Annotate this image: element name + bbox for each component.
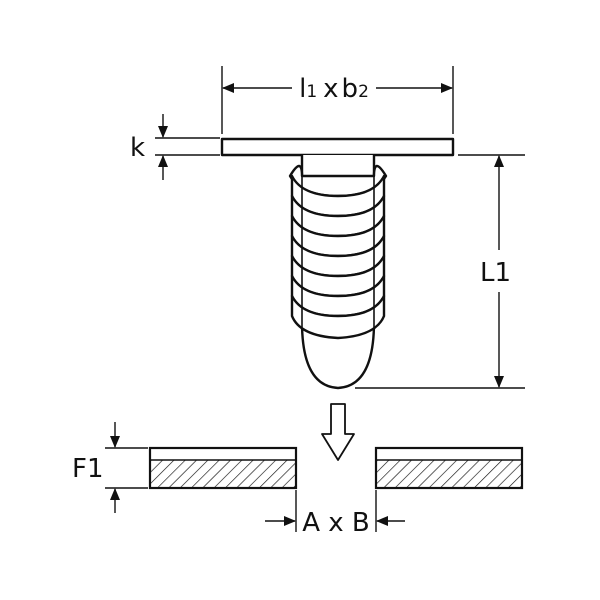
push-rivet — [220, 137, 455, 390]
rivet-head — [220, 137, 455, 157]
panel-hatch-left — [150, 460, 296, 487]
insertion-arrow — [321, 403, 355, 461]
rivet-fin — [290, 294, 386, 340]
hole-size-label: A x B — [302, 508, 370, 538]
hole-size-dimension — [265, 490, 405, 532]
panel-thickness-dimension — [105, 422, 148, 513]
length-label: L1 — [480, 258, 511, 288]
head-thickness-label: k — [130, 133, 145, 163]
panel-section — [148, 446, 524, 490]
panel-hatch-right — [376, 460, 522, 487]
panel-outline-right — [374, 446, 524, 490]
rivet-fins — [288, 164, 388, 340]
panel-outline-left — [148, 446, 298, 490]
length-dimension — [355, 154, 525, 389]
panel-thickness-label: F1 — [72, 454, 104, 484]
head-width-dimension — [221, 66, 454, 134]
head-thickness-dimension — [155, 114, 220, 180]
